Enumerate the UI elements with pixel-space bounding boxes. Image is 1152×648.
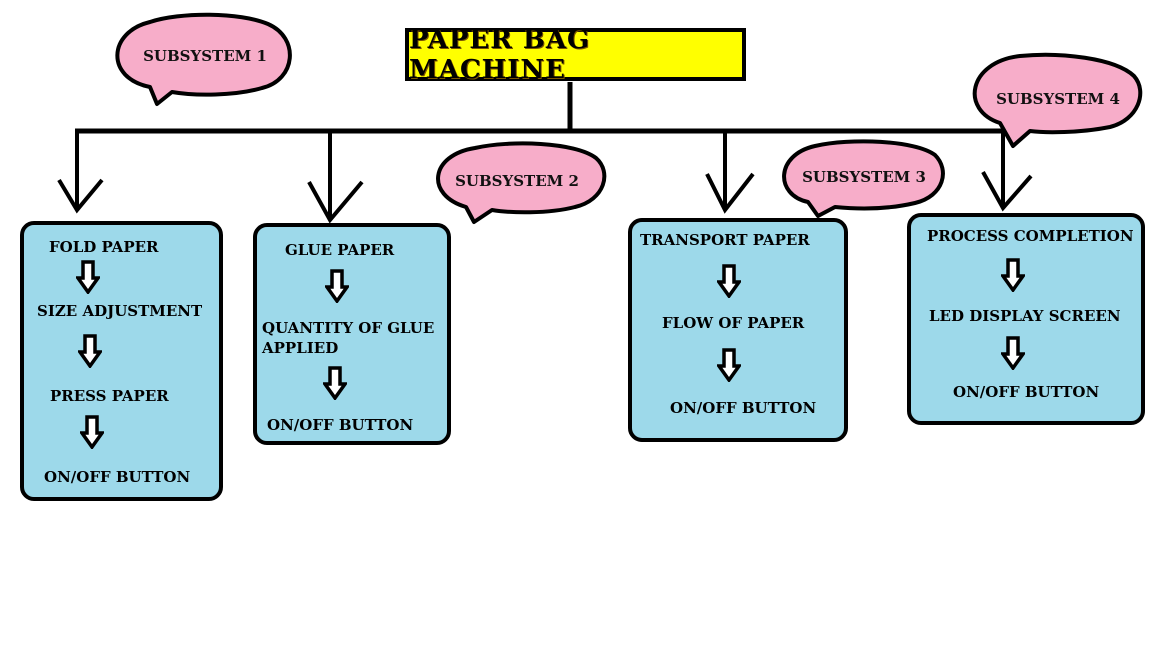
chevron-down-icon <box>307 180 364 224</box>
hollow-down-arrow-icon <box>1001 258 1025 292</box>
subsystem-4-label: SUBSYSTEM 4 <box>996 90 1120 108</box>
step-transport-paper: TRANSPORT PAPER <box>640 231 810 249</box>
subsystem-3-box <box>628 218 848 442</box>
hollow-down-arrow-icon <box>78 334 102 368</box>
subsystem-2-label: SUBSYSTEM 2 <box>455 172 579 190</box>
speech-bubble-1-shape <box>115 12 292 106</box>
chevron-down-icon <box>981 171 1033 212</box>
step-process-completion: PROCESS COMPLETION <box>927 227 1134 245</box>
hollow-down-arrow-icon <box>1001 336 1025 370</box>
speech-bubble-4-shape <box>972 52 1143 148</box>
speech-bubble-2-shape <box>436 141 607 224</box>
hollow-down-arrow-icon <box>325 269 349 303</box>
step-glue-paper: GLUE PAPER <box>285 241 395 259</box>
step-press-paper: PRESS PAPER <box>50 387 169 405</box>
step-on-off-button: ON/OFF BUTTON <box>44 468 191 486</box>
page-title: PAPER BAG MACHINE <box>405 25 746 85</box>
chevron-down-icon <box>705 172 755 214</box>
step-flow-of-paper: FLOW OF PAPER <box>662 314 805 332</box>
subsystem-2-box <box>253 223 451 445</box>
step-on-off-button: ON/OFF BUTTON <box>267 416 414 434</box>
hollow-down-arrow-icon <box>76 260 100 294</box>
step-size-adjustment: SIZE ADJUSTMENT <box>37 302 203 320</box>
hollow-down-arrow-icon <box>717 348 741 382</box>
step-on-off-button: ON/OFF BUTTON <box>670 399 817 417</box>
subsystem-3-label: SUBSYSTEM 3 <box>802 168 926 186</box>
hollow-down-arrow-icon <box>80 415 104 449</box>
chevron-down-icon <box>57 178 104 214</box>
subsystem-1-label: SUBSYSTEM 1 <box>143 47 267 65</box>
step-led-display-screen: LED DISPLAY SCREEN <box>929 307 1121 325</box>
hollow-down-arrow-icon <box>717 264 741 298</box>
step-on-off-button: ON/OFF BUTTON <box>953 383 1100 401</box>
subsystem-4-box <box>907 213 1145 425</box>
step-fold-paper: FOLD PAPER <box>49 238 159 256</box>
hollow-down-arrow-icon <box>323 366 347 400</box>
step-quantity-of-glue: QUANTITY OF GLUE APPLIED <box>262 319 435 357</box>
speech-bubble-3-shape <box>782 139 945 218</box>
subsystem-1-box <box>20 221 223 501</box>
